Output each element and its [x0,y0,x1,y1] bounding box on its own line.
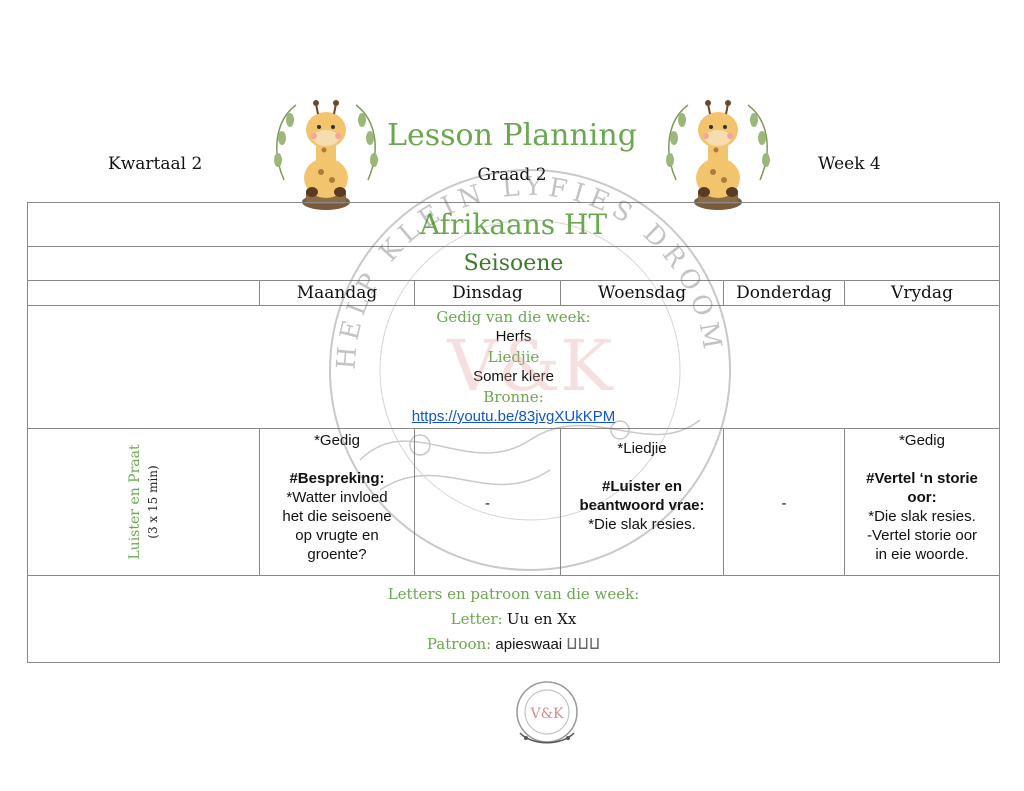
activity-line: *Gedig [899,432,945,449]
activity-line: *Gedig [314,432,360,449]
lesson-plan-table: Afrikaans HT Seisoene Maandag Dinsdag Wo… [26,202,1001,663]
activity-line: *Liedjie [617,440,667,457]
listening-row-label-cell: Luister en Praat (3 x 15 min) [27,428,260,576]
activity-line: in eie woorde. [875,546,969,563]
poem-label: Gedig van die week: [436,308,591,326]
activity-heading: #Bespreking: [289,470,385,487]
giraffe-illustration-left [274,100,378,210]
activity-line: -Vertel storie oor [866,527,978,544]
week-label: Week 4 [818,154,881,174]
grade-label: Graad 2 [477,165,547,185]
giraffe-illustration-right [666,100,770,210]
activity-line: op vrugte en [295,527,379,544]
tuesday-activity: - [414,428,561,576]
activity-heading: #Luister en [601,478,683,495]
day-header-empty [27,280,260,306]
resource-link[interactable]: https://youtu.be/83jvgXUkKPM [411,408,616,425]
wednesday-activity: *Liedjie #Luister en beantwoord vrae: *D… [560,428,724,576]
listening-row-label: Luister en Praat [126,444,143,560]
song-label: Liedjie [487,348,540,366]
pattern-value: apieswaai [495,635,563,653]
pattern-label: Patroon: [426,634,492,653]
quarter-label: Kwartaal 2 [108,154,203,174]
pattern-sample: ⵡⵡⵡ [566,635,601,653]
day-header-wednesday: Woensdag [560,280,724,306]
day-header-monday: Maandag [259,280,415,306]
day-header-thursday: Donderdag [723,280,845,306]
activity-line: *Watter invloed [286,489,388,506]
day-header-friday: Vrydag [843,280,1001,306]
page-title: Lesson Planning [387,118,637,153]
logo-monogram: V&K [529,706,564,722]
letters-label: Letters en patroon van die week: [387,584,640,603]
activity-heading: #Vertel ‘n storie [866,470,978,487]
letter-value: Uu en Xx [506,609,577,628]
activity-line: groente? [307,546,367,563]
day-header-tuesday: Dinsdag [414,280,561,306]
weekly-resources-cell: Gedig van die week: Herfs Liedjie Somer … [26,305,1001,429]
letters-pattern-cell: Letters en patroon van die week: Letter:… [26,575,1001,663]
brand-logo: V&K [516,681,578,744]
theme-title: Seisoene [26,246,1001,281]
sources-label: Bronne: [483,388,544,406]
activity-line: het die seisoene [282,508,392,525]
activity-heading: oor: [907,489,937,506]
poem-title: Herfs [495,328,532,345]
activity-line: *Die slak resies. [588,516,696,533]
subject-title: Afrikaans HT [26,202,1001,247]
friday-activity: *Gedig #Vertel ‘n storie oor: *Die slak … [843,428,1001,576]
letter-label: Letter: [450,609,503,628]
activity-line: *Die slak resies. [868,508,976,525]
monday-activity: *Gedig #Bespreking: *Watter invloed het … [259,428,415,576]
listening-row-duration: (3 x 15 min) [145,465,160,539]
song-title: Somer klere [473,368,554,385]
thursday-activity: - [723,428,845,576]
activity-heading: beantwoord vrae: [579,497,705,514]
